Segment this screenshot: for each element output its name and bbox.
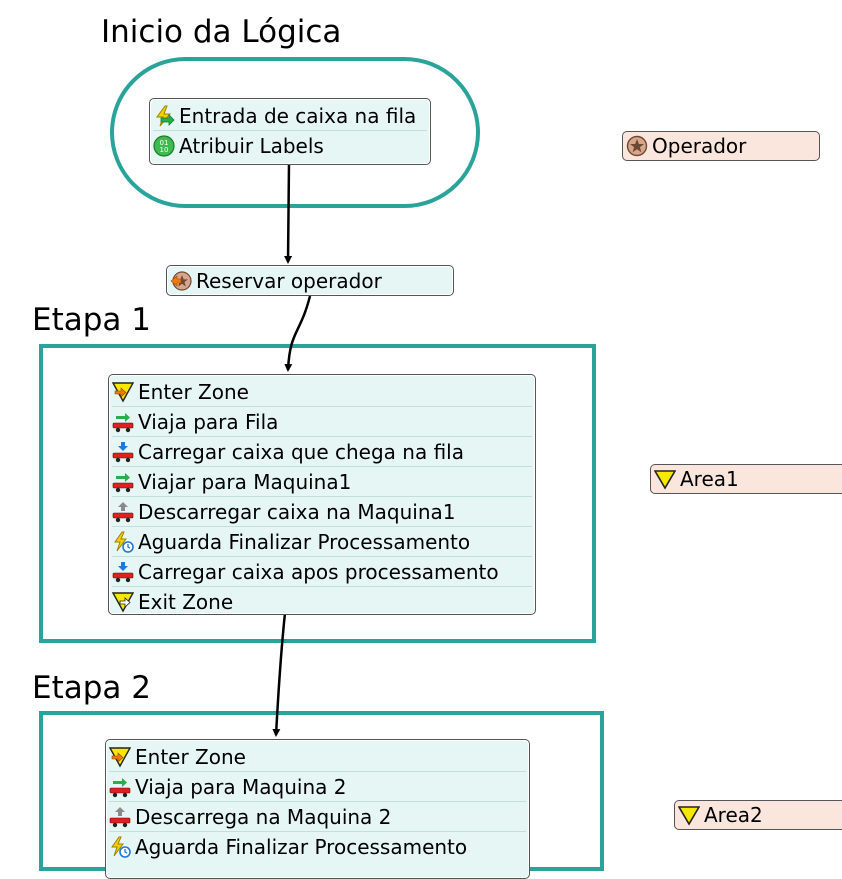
heading-stage-2: Etapa 2: [32, 670, 151, 706]
activity-label: Aguarda Finalizar Processamento: [138, 529, 471, 554]
activity-aguarda-processamento[interactable]: Aguarda Finalizar Processamento: [109, 832, 526, 861]
travel-icon: [112, 471, 134, 493]
unload-icon: [109, 806, 131, 828]
activity-viaja-para-maquina-2[interactable]: Viaja para Maquina 2: [109, 772, 526, 802]
stage-2-activity-block[interactable]: Enter Zone Viaja para Maquina 2 Descarre…: [105, 739, 530, 879]
activity-label: Enter Zone: [138, 379, 249, 404]
activity-label: Aguarda Finalizar Processamento: [135, 834, 468, 859]
acquire-operator-icon: [170, 270, 192, 292]
activity-enter-zone[interactable]: Enter Zone: [109, 742, 526, 772]
activity-label: Viaja para Maquina 2: [135, 774, 347, 799]
activity-carregar-caixa-fila[interactable]: Carregar caixa que chega na fila: [112, 437, 532, 467]
stage-1-activity-block[interactable]: Enter Zone Viaja para Fila Carregar caix…: [108, 374, 536, 615]
yellow-triangle-icon: [654, 468, 676, 490]
load-icon: [112, 441, 134, 463]
activity-label: Carregar caixa apos processamento: [138, 559, 499, 584]
activity-label: Enter Zone: [135, 744, 246, 769]
activity-label: Atribuir Labels: [179, 133, 324, 158]
star-token-icon: [626, 135, 648, 157]
activity-label: Reservar operador: [196, 268, 382, 293]
activity-viaja-para-fila[interactable]: Viaja para Fila: [112, 407, 532, 437]
travel-icon: [109, 776, 131, 798]
shared-asset-area2[interactable]: Area2: [674, 800, 842, 830]
asset-label: Area1: [680, 467, 739, 491]
activity-label: Descarregar caixa na Maquina1: [138, 499, 456, 524]
activity-exit-zone[interactable]: Exit Zone: [112, 587, 532, 616]
svg-text:01: 01: [160, 139, 169, 147]
activity-reservar-operador[interactable]: Reservar operador: [170, 266, 450, 295]
enter-zone-icon: [109, 746, 131, 768]
activity-entrada-de-caixa[interactable]: Entrada de caixa na fila: [153, 101, 427, 131]
activity-viajar-para-maquina1[interactable]: Viajar para Maquina1: [112, 467, 532, 497]
activity-label: Viaja para Fila: [138, 409, 279, 434]
activity-label: Entrada de caixa na fila: [179, 103, 417, 128]
svg-text:10: 10: [160, 146, 169, 154]
activity-descarrega-maquina-2[interactable]: Descarrega na Maquina 2: [109, 802, 526, 832]
activity-label: Carregar caixa que chega na fila: [138, 439, 464, 464]
unload-icon: [112, 501, 134, 523]
enter-zone-icon: [112, 381, 134, 403]
stage-1-container[interactable]: [39, 344, 596, 643]
asset-label: Area2: [704, 803, 763, 827]
reserve-operator-block[interactable]: Reservar operador: [166, 265, 454, 296]
yellow-triangle-icon: [678, 804, 700, 826]
shared-asset-operador[interactable]: Operador: [622, 131, 820, 161]
activity-carregar-apos-processamento[interactable]: Carregar caixa apos processamento: [112, 557, 532, 587]
heading-stage-1: Etapa 1: [32, 302, 151, 338]
activity-aguarda-processamento[interactable]: Aguarda Finalizar Processamento: [112, 527, 532, 557]
wait-event-icon: [109, 836, 131, 858]
heading-start-logic: Inicio da Lógica: [101, 14, 342, 50]
shared-asset-area1[interactable]: Area1: [650, 464, 842, 494]
asset-label: Operador: [652, 134, 747, 158]
lightning-arrow-icon: [153, 105, 175, 127]
start-container[interactable]: [110, 57, 480, 208]
activity-label: Exit Zone: [138, 589, 234, 614]
activity-label: Viajar para Maquina1: [138, 469, 352, 494]
activity-enter-zone[interactable]: Enter Zone: [112, 377, 532, 407]
travel-icon: [112, 411, 134, 433]
load-icon: [112, 561, 134, 583]
activity-descarregar-maquina1[interactable]: Descarregar caixa na Maquina1: [112, 497, 532, 527]
exit-zone-icon: [112, 591, 134, 613]
wait-event-icon: [112, 531, 134, 553]
activity-label: Descarrega na Maquina 2: [135, 804, 392, 829]
